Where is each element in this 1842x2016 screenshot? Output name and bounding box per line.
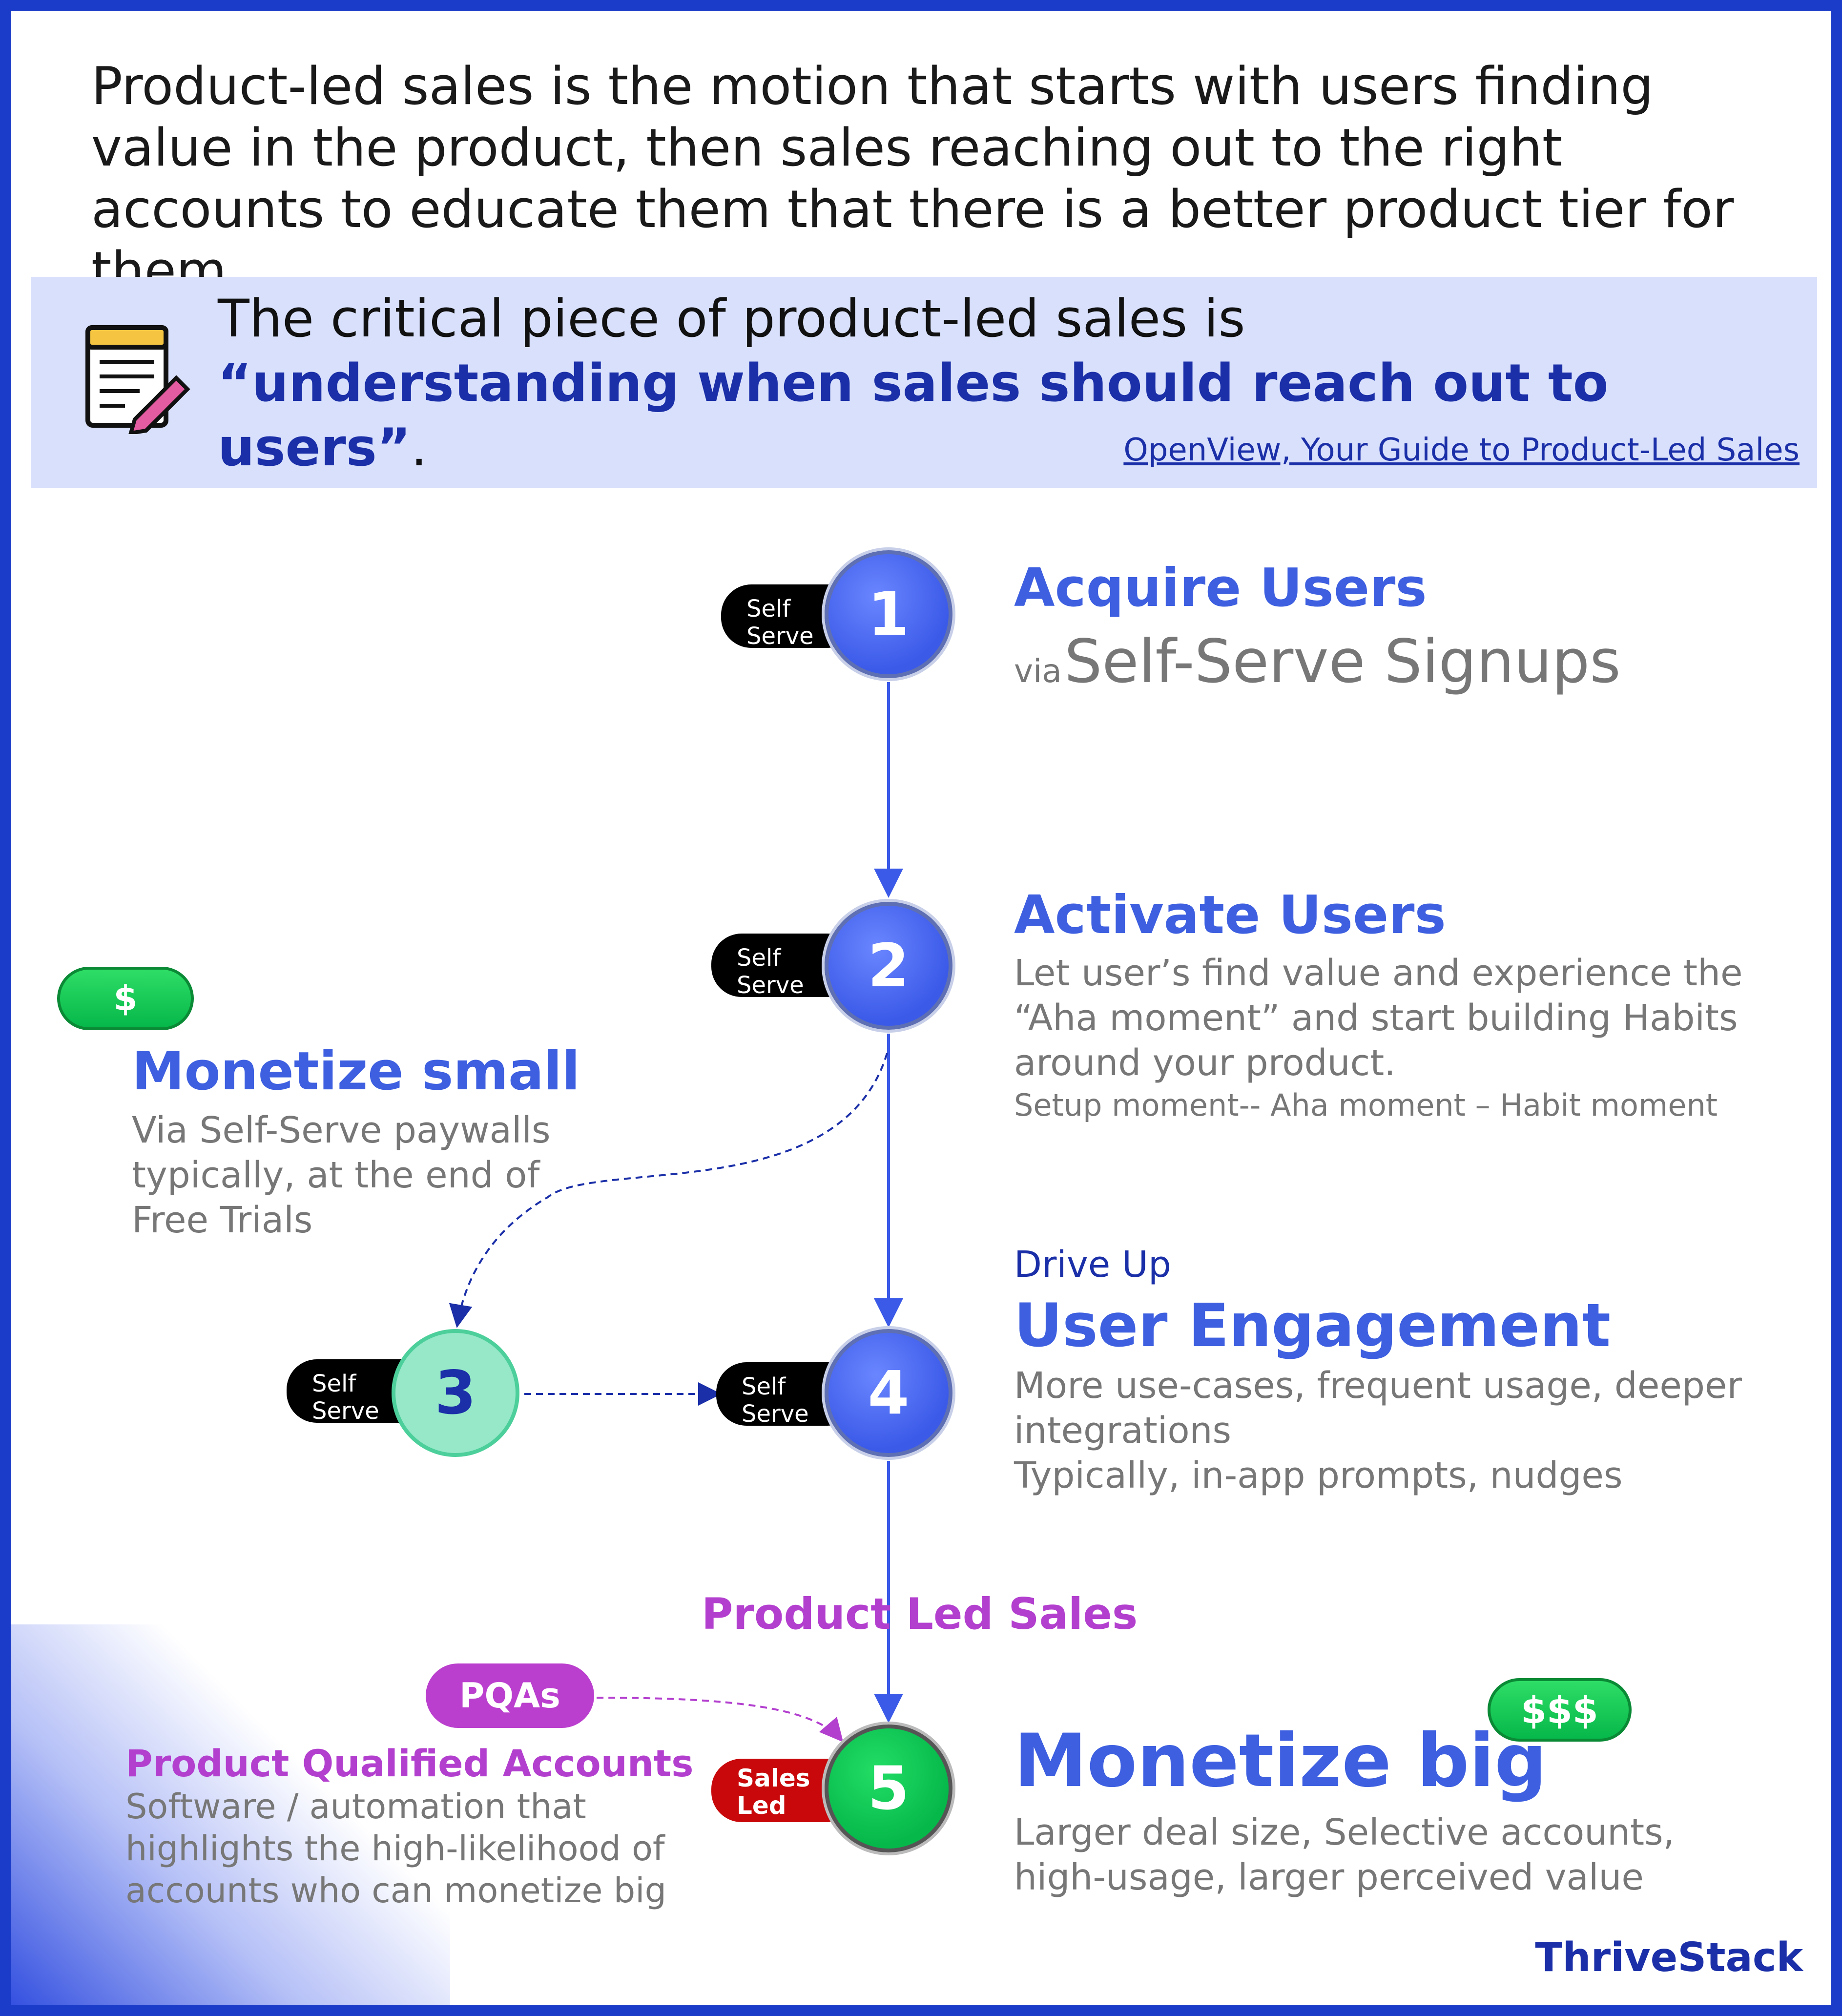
step2-moments: Setup moment-- Aha moment – Habit moment (1014, 1087, 1718, 1123)
arrow-pqas-to-5 (596, 1697, 844, 1743)
step4-line: integrations (1014, 1410, 1232, 1452)
step2-line: around your product. (1014, 1042, 1396, 1084)
arrow-2-to-3 (449, 1053, 888, 1328)
tag-line: Self (312, 1370, 356, 1397)
monetize-small-description: Via Self-Serve paywalls typically, at th… (132, 1108, 551, 1243)
step-node-2: 2 (825, 902, 952, 1030)
quote-tail: . (411, 417, 428, 478)
tag-line: Serve (742, 1400, 809, 1428)
quote-text: The critical piece of product-led sales … (218, 287, 1817, 480)
quote-lead: The critical piece of product-led sales … (218, 289, 1245, 349)
monetize-small-line: Via Self-Serve paywalls (132, 1109, 551, 1151)
step1-subtitle-text: Self-Serve Signups (1064, 627, 1621, 696)
monetize-big-title: Monetize big (1014, 1719, 1547, 1804)
quote-box: The critical piece of product-led sales … (31, 277, 1817, 488)
monetize-big-line: Larger deal size, Selective accounts, (1014, 1811, 1675, 1853)
step4-line: Typically, in-app prompts, nudges (1014, 1455, 1623, 1496)
flow-arrows (449, 682, 903, 1743)
step2-title: Activate Users (1014, 885, 1446, 946)
tag-line: Self (746, 595, 791, 623)
quote-emphasis: “understanding when sales should reach o… (218, 353, 1609, 478)
tag-line: Sales (737, 1764, 810, 1792)
step-node-5: 5 (825, 1725, 952, 1852)
step4-line: More use-cases, frequent usage, deeper (1014, 1365, 1742, 1407)
pqa-line: highlights the high-likelihood of (125, 1829, 665, 1869)
tag-line: Serve (737, 972, 804, 999)
pqas-badge: PQAs (426, 1663, 594, 1728)
pqa-title: Product Qualified Accounts (125, 1742, 694, 1785)
step-node-1: 1 (825, 550, 952, 678)
pqa-line: accounts who can monetize big (125, 1871, 667, 1911)
step2-description: Let user’s find value and experience the… (1014, 951, 1743, 1085)
tag-line: Led (737, 1791, 786, 1820)
product-led-sales-label: Product Led Sales (702, 1589, 1138, 1639)
step-node-4: 4 (825, 1329, 952, 1457)
step2-line: Let user’s find value and experience the (1014, 952, 1743, 994)
dollar-badge-big: $$$ (1488, 1678, 1632, 1742)
step4-pre: Drive Up (1014, 1244, 1171, 1286)
corner-gradient (11, 1624, 450, 2005)
tag-line: Serve (312, 1397, 379, 1425)
notepad-pencil-icon (85, 325, 190, 434)
monetize-small-line: typically, at the end of (132, 1154, 540, 1196)
step1-via: via (1014, 652, 1062, 690)
dollar-badge-small: $ (57, 967, 194, 1030)
pqa-line: Software / automation that (125, 1787, 586, 1827)
monetize-big-line: high-usage, larger perceived value (1014, 1856, 1644, 1898)
step4-title: User Engagement (1014, 1291, 1611, 1360)
step2-line: “Aha moment” and start building Habits (1014, 997, 1738, 1039)
step-node-3: 3 (392, 1329, 519, 1457)
tag-line: Self (742, 1373, 786, 1400)
monetize-big-description: Larger deal size, Selective accounts, hi… (1014, 1810, 1675, 1900)
thrivestack-logo: ThriveStack (1535, 1934, 1803, 1981)
tag-line: Self (737, 944, 781, 972)
step4-description: More use-cases, frequent usage, deeper i… (1014, 1363, 1742, 1498)
pqa-description: Software / automation that highlights th… (125, 1786, 666, 1912)
monetize-small-title: Monetize small (132, 1041, 580, 1102)
tag-line: Serve (746, 623, 814, 650)
step1-title: Acquire Users (1014, 558, 1427, 619)
monetize-small-line: Free Trials (132, 1199, 313, 1241)
source-link[interactable]: OpenView, Your Guide to Product-Led Sale… (1123, 432, 1800, 468)
step1-subtitle: via Self-Serve Signups (1014, 627, 1621, 696)
